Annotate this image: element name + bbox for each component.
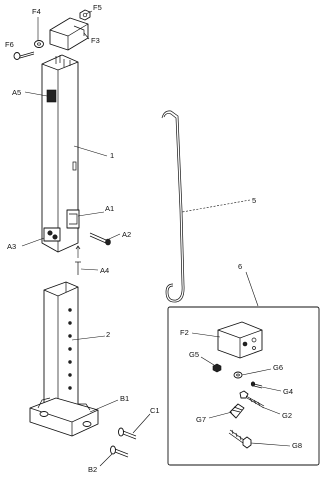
bolt-c1 bbox=[118, 427, 137, 440]
screw-g4 bbox=[250, 381, 263, 389]
label-f6: F6 bbox=[5, 40, 14, 49]
label-2: 2 bbox=[106, 330, 110, 339]
label-g7: G7 bbox=[196, 415, 206, 424]
hardware-kit-box-6 bbox=[167, 271, 320, 466]
bracket-f2 bbox=[217, 321, 263, 359]
nut-f5 bbox=[79, 9, 91, 21]
anchor-g7 bbox=[229, 403, 245, 419]
screw-g2 bbox=[239, 390, 265, 409]
pin-a4 bbox=[75, 245, 81, 275]
label-f2: F2 bbox=[180, 328, 189, 337]
bolt-a2 bbox=[89, 232, 111, 246]
foot-plate-b1 bbox=[29, 397, 99, 437]
label-g4: G4 bbox=[283, 387, 293, 396]
label-g5: G5 bbox=[189, 350, 199, 359]
label-6: 6 bbox=[238, 262, 242, 271]
lag-screw-g8 bbox=[228, 429, 252, 449]
base-post-2 bbox=[43, 281, 79, 414]
label-f5: F5 bbox=[93, 3, 102, 12]
label-a5: A5 bbox=[12, 88, 21, 97]
label-1: 1 bbox=[110, 151, 114, 160]
washer-g6 bbox=[233, 371, 243, 379]
label-g8: G8 bbox=[292, 441, 302, 450]
label-f3: F3 bbox=[91, 36, 100, 45]
bracket-f3 bbox=[49, 17, 89, 51]
label-b2: B2 bbox=[88, 465, 97, 474]
label-g2: G2 bbox=[282, 411, 292, 420]
label-a1: A1 bbox=[105, 204, 114, 213]
label-a3: A3 bbox=[7, 242, 16, 251]
label-c1: C1 bbox=[150, 406, 160, 415]
label-a4: A4 bbox=[100, 266, 109, 275]
upright-post-1 bbox=[41, 54, 80, 253]
hook-rod-5 bbox=[161, 110, 185, 303]
bolt-b2 bbox=[110, 445, 129, 458]
label-5: 5 bbox=[252, 196, 256, 205]
leader-lines bbox=[21, 10, 291, 467]
label-g6: G6 bbox=[273, 363, 283, 372]
screw-f6 bbox=[13, 51, 35, 60]
part-labels: F4 F5 F3 F6 A5 1 A1 A2 A3 A4 5 6 2 F2 G5… bbox=[5, 3, 302, 474]
washer-f4 bbox=[34, 40, 44, 48]
nut-g5 bbox=[212, 363, 222, 373]
label-a2: A2 bbox=[122, 230, 131, 239]
label-f4: F4 bbox=[32, 7, 41, 16]
label-b1: B1 bbox=[120, 394, 129, 403]
